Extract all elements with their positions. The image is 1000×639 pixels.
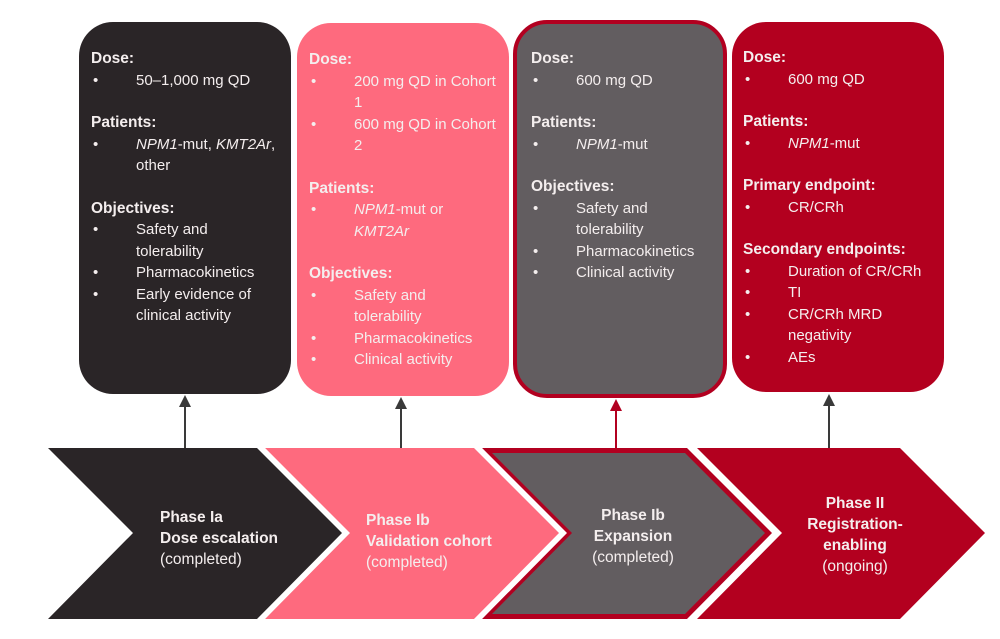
list-item: NPM1-mut bbox=[743, 133, 932, 155]
phase-ia-label: Phase Ia Dose escalation (completed) bbox=[160, 507, 278, 570]
list-item: TI bbox=[743, 282, 932, 304]
primary-endpoint-section: Primary endpoint: CR/CRh bbox=[743, 175, 932, 218]
secondary-endpoints-section: Secondary endpoints: Duration of CR/CRh … bbox=[743, 239, 932, 368]
list-item: NPM1-mut bbox=[531, 134, 711, 156]
phase-title: Phase II bbox=[825, 495, 885, 512]
section-heading: Dose: bbox=[91, 50, 135, 67]
phase-ib-validation-label: Phase Ib Validation cohort (completed) bbox=[366, 510, 492, 573]
section-heading: Patients: bbox=[91, 114, 157, 131]
phase-subtitle: Dose escalation bbox=[160, 530, 279, 547]
objectives-section: Objectives: Safety and tolerability Phar… bbox=[91, 198, 279, 327]
objectives-section: Objectives: Safety and tolerability Phar… bbox=[309, 263, 497, 371]
phase-title: Phase Ib bbox=[601, 507, 665, 524]
patients-section: Patients: NPM1-mut bbox=[531, 112, 711, 155]
section-heading: Dose: bbox=[743, 49, 787, 66]
list-item: Early evidence of clinical activity bbox=[91, 284, 279, 327]
list-item: Safety and tolerability bbox=[91, 219, 279, 262]
list-item: Duration of CR/CRh bbox=[743, 261, 932, 283]
list-item: Pharmacokinetics bbox=[91, 262, 279, 284]
phase-title: Phase Ib bbox=[366, 512, 430, 529]
section-heading: Dose: bbox=[309, 51, 353, 68]
arrow-phase-ib-expansion bbox=[610, 399, 622, 448]
patients-section: Patients: NPM1-mut bbox=[743, 111, 932, 154]
section-heading: Patients: bbox=[531, 114, 597, 131]
phase-status: (completed) bbox=[592, 549, 674, 566]
section-heading: Objectives: bbox=[91, 199, 175, 217]
phase-subtitle: Expansion bbox=[593, 528, 673, 545]
section-heading: Objectives: bbox=[309, 265, 393, 282]
list-item: 600 mg QD bbox=[531, 70, 711, 92]
section-heading: Dose: bbox=[531, 50, 575, 67]
section-heading: Patients: bbox=[309, 179, 375, 197]
arrow-phase-ib-validation bbox=[395, 397, 407, 448]
list-item: 50–1,000 mg QD bbox=[91, 70, 279, 92]
phase-ib-expansion-label: Phase Ib Expansion (completed) bbox=[568, 505, 698, 568]
dose-section: Dose: 200 mg QD in Cohort 1 600 mg QD in… bbox=[309, 49, 497, 157]
dose-section: Dose: 600 mg QD bbox=[743, 47, 932, 90]
list-item: NPM1-mut, KMT2Ar, other bbox=[91, 134, 279, 177]
list-item: Clinical activity bbox=[531, 262, 711, 284]
list-item: CR/CRh bbox=[743, 197, 932, 219]
list-item: 600 mg QD in Cohort 2 bbox=[309, 114, 497, 157]
phase-status: (completed) bbox=[160, 551, 242, 568]
phase-subtitle-continued: enabling bbox=[823, 537, 887, 554]
section-heading: Primary endpoint: bbox=[743, 177, 876, 194]
section-heading: Patients: bbox=[743, 113, 809, 130]
dose-section: Dose: 50–1,000 mg QD bbox=[91, 48, 279, 91]
section-heading: Secondary endpoints: bbox=[743, 241, 906, 258]
objectives-section: Objectives: Safety and tolerability Phar… bbox=[531, 176, 711, 284]
phase-title: Phase Ia bbox=[160, 509, 223, 526]
list-item: Safety and tolerability bbox=[309, 285, 497, 328]
phase-ia-details-box: Dose: 50–1,000 mg QD Patients: NPM1-mut,… bbox=[79, 22, 291, 394]
patients-section: Patients: NPM1-mut or KMT2Ar bbox=[309, 178, 497, 243]
phase-status: (completed) bbox=[366, 554, 448, 571]
phase-status: (ongoing) bbox=[822, 558, 888, 575]
list-item: Clinical activity bbox=[309, 349, 497, 371]
list-item: AEs bbox=[743, 347, 932, 369]
phase-subtitle: Validation cohort bbox=[366, 533, 492, 550]
dose-section: Dose: 600 mg QD bbox=[531, 48, 711, 91]
patients-section: Patients: NPM1-mut, KMT2Ar, other bbox=[91, 112, 279, 177]
list-item: CR/CRh MRD negativity bbox=[743, 304, 932, 347]
phase-ii-details-box: Dose: 600 mg QD Patients: NPM1-mut Prima… bbox=[732, 22, 944, 392]
list-item: Safety and tolerability bbox=[531, 198, 711, 241]
phase-subtitle: Registration- bbox=[807, 516, 903, 533]
list-item: 600 mg QD bbox=[743, 69, 932, 91]
list-item: Pharmacokinetics bbox=[309, 328, 497, 350]
arrow-phase-ii bbox=[823, 394, 835, 448]
phase-ib-expansion-details-box: Dose: 600 mg QD Patients: NPM1-mut Objec… bbox=[513, 20, 727, 398]
phase-ii-label: Phase II Registration- enabling (ongoing… bbox=[780, 493, 930, 577]
phase-ib-validation-details-box: Dose: 200 mg QD in Cohort 1 600 mg QD in… bbox=[297, 23, 509, 396]
section-heading: Objectives: bbox=[531, 178, 615, 195]
list-item: NPM1-mut or KMT2Ar bbox=[309, 199, 497, 242]
list-item: Pharmacokinetics bbox=[531, 241, 711, 263]
list-item: 200 mg QD in Cohort 1 bbox=[309, 71, 497, 114]
arrow-phase-ia bbox=[179, 395, 191, 448]
